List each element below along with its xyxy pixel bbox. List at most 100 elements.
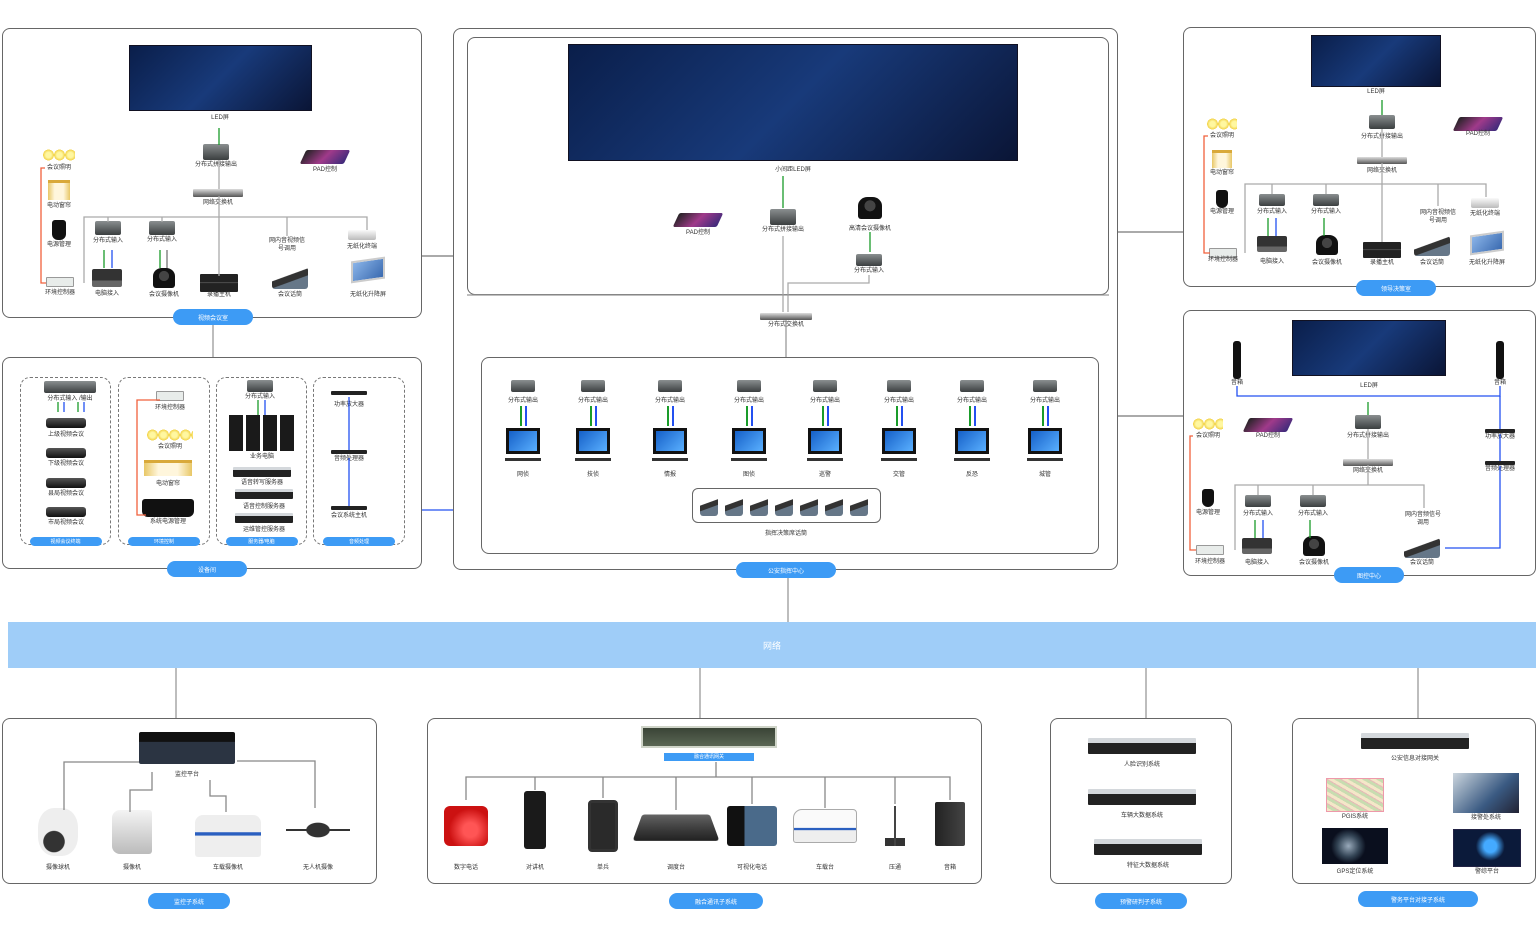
rack-server-icon [235,489,293,499]
network-switch-icon [760,312,812,320]
device-label: LED屏 [211,115,229,121]
panel-title-pill[interactable]: 警务平台对接子系统 [1358,891,1478,907]
rack-server-icon [233,467,291,477]
storage-server-icon [139,732,235,764]
device-label: 无纸化升降屏 [1468,260,1506,266]
walkie-talkie-icon [524,791,546,849]
device-label: 会议系统主机 [330,513,368,519]
panel-title-pill[interactable]: 视频会议室 [173,309,253,325]
equipment-group-label: 视频会议终端 [29,537,102,546]
column-speaker-icon [1496,341,1504,379]
ptz-camera-icon [858,197,882,219]
device-label: 车载台 [815,865,835,871]
device-label: LED屏 [1367,89,1385,95]
panel-title-pill[interactable]: 设备间 [167,561,247,577]
bullet-camera-icon [112,810,152,854]
ptz-camera-icon [153,268,175,288]
rack-server-icon [1361,733,1469,749]
device-label: PGIS系统 [1341,814,1369,820]
connection-line [1234,484,1425,550]
panel-title-pill[interactable]: 公安指挥中心 [736,562,836,578]
device-label: PAD控制 [1256,433,1280,439]
encoder-box-icon [1369,115,1395,129]
equipment-group-label: 音频处理 [323,537,395,546]
rack-server-icon [235,513,293,523]
device-label: 语音控制服务器 [242,504,286,510]
signal-arrow-blue [595,406,597,426]
device-label: 音箱 [943,865,957,871]
paperless-terminal-icon [1471,198,1499,208]
device-label: 分布式输入 /输出 [47,396,93,402]
recorder-icon [1363,242,1401,258]
device-label: 音箱 [1230,380,1244,386]
microphone-icon [825,494,843,516]
device-label: 分布式拼接输出 [194,162,238,168]
video-terminal-icon [46,507,86,517]
panel-title-pill[interactable]: 监控子系统 [148,893,230,909]
ptz-camera-icon [1316,235,1338,255]
connection-line [83,216,368,283]
device-label: 数字电话 [453,865,479,871]
encoder-box-icon [1300,495,1326,507]
led-screen-icon [128,45,312,111]
controller-icon [156,391,184,401]
device-label: 会议照明 [46,165,72,171]
output-label: 分布式输出 [577,398,609,404]
monitor-icon [653,428,687,454]
network-switch-icon [1343,458,1393,466]
device-label: 单兵 [596,865,610,871]
device-label: 会议话筒 [277,292,303,298]
signal-arrow-blue [827,406,829,426]
encoder-box-icon [203,144,229,160]
microphone-icon [800,494,818,516]
signal-arrow-green [746,406,748,426]
video-phone-icon [727,806,777,846]
laptop-icon [92,269,122,287]
rack-unit-icon [331,391,367,395]
keyboard-icon [575,458,611,461]
curtain-icon [48,180,70,200]
panel-title-pill[interactable]: 预警研判子系统 [1095,893,1187,909]
connection-line [1189,435,1196,551]
keyboard-icon [1027,458,1063,461]
monitor-icon [506,428,540,454]
plug-icon [52,220,66,240]
signal-arrow-green [667,406,669,426]
panel-title-pill[interactable]: 图控中心 [1334,567,1404,583]
connection-line [40,167,46,284]
device-label: 车载摄像机 [212,865,244,871]
rack-unit-icon [1485,461,1515,465]
plug-icon [1202,489,1214,507]
device-label: 警综平台 [1474,869,1500,875]
microphone-icon [272,267,308,289]
panel-title-pill[interactable]: 领导决策室 [1356,280,1436,296]
workstation-label: 情报 [663,472,677,478]
panel-title-pill[interactable]: 融合通讯子系统 [669,893,763,909]
mic-group-label: 指挥决策席话筒 [764,531,808,537]
connection-line [1445,466,1501,549]
map-icon [1326,778,1384,812]
connection-line [465,776,951,800]
microphone-icon [775,494,793,516]
device-label: 小间距LED屏 [775,167,811,173]
keyboard-icon [954,458,990,461]
encoder-box-icon [1259,194,1285,206]
device-label: 无纸化升降屏 [349,292,387,298]
output-label: 分布式输出 [733,398,765,404]
encoder-box-icon [887,380,911,392]
gooseneck-mic-icon [885,806,905,846]
keyboard-icon [807,458,843,461]
device-label: 电动窗帘 [1209,170,1235,176]
bulb-icon [1193,417,1223,431]
device-label: 语音转写服务器 [240,480,284,486]
device-label: 压通 [888,865,902,871]
device-label: 高清会议摄像机 [848,226,892,232]
bulb-icon [147,428,193,442]
output-label: 分布式输出 [883,398,915,404]
equipment-group-label: 环境控制 [128,537,200,546]
microphone-icon [850,494,868,516]
encoder-box-icon [737,380,761,392]
output-label: 分布式输出 [507,398,539,404]
plug-icon [142,499,194,517]
led-screen-icon [1292,320,1446,376]
